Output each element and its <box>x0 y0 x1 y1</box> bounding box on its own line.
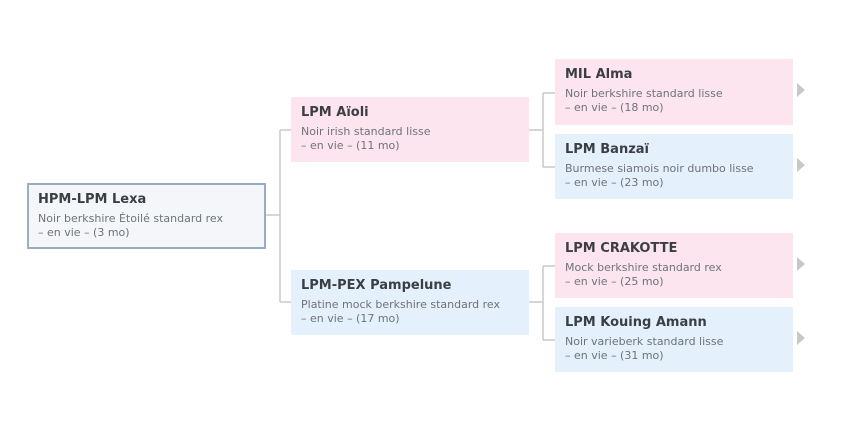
card-name: LPM CRAKOTTE <box>565 241 678 256</box>
card-status: – en vie – (25 mo) <box>565 275 664 288</box>
card-description: Burmese siamois noir dumbo lisse <box>565 162 754 175</box>
card-description: Noir varieberk standard lisse <box>565 335 724 348</box>
expand-arrow-icon[interactable] <box>797 257 805 271</box>
card-status: – en vie – (17 mo) <box>301 312 400 325</box>
card-name: LPM Aïoli <box>301 105 369 120</box>
pedigree-card-subject[interactable]: HPM-LPM Lexa Noir berkshire Étoilé stand… <box>27 183 266 249</box>
card-description: Noir irish standard lisse <box>301 125 431 138</box>
pedigree-card-sire-sire[interactable]: MIL Alma Noir berkshire standard lisse –… <box>555 59 793 125</box>
card-status: – en vie – (31 mo) <box>565 349 664 362</box>
card-name: LPM-PEX Pampelune <box>301 278 452 293</box>
pedigree-card-sire[interactable]: LPM Aïoli Noir irish standard lisse – en… <box>291 97 529 162</box>
card-description: Platine mock berkshire standard rex <box>301 298 500 311</box>
card-description: Noir berkshire Étoilé standard rex <box>38 212 224 225</box>
expand-arrow-icon[interactable] <box>797 158 805 172</box>
card-description: Mock berkshire standard rex <box>565 261 722 274</box>
card-status: – en vie – (18 mo) <box>565 101 664 114</box>
card-status: – en vie – (23 mo) <box>565 176 664 189</box>
connector-sire-grandparents <box>529 92 555 168</box>
expand-arrow-icon[interactable] <box>797 83 805 97</box>
card-name: LPM Banzaï <box>565 142 650 157</box>
card-name: MIL Alma <box>565 67 633 82</box>
expand-arrow-icon[interactable] <box>797 331 805 345</box>
card-name: LPM Kouing Amann <box>565 315 707 330</box>
connector-dam-grandparents <box>529 265 555 341</box>
card-status: – en vie – (3 mo) <box>38 226 130 239</box>
pedigree-card-dam-sire[interactable]: LPM CRAKOTTE Mock berkshire standard rex… <box>555 233 793 298</box>
card-status: – en vie – (11 mo) <box>301 139 400 152</box>
pedigree-card-sire-dam[interactable]: LPM Banzaï Burmese siamois noir dumbo li… <box>555 134 793 199</box>
pedigree-card-dam-dam[interactable]: LPM Kouing Amann Noir varieberk standard… <box>555 307 793 372</box>
pedigree-card-dam[interactable]: LPM-PEX Pampelune Platine mock berkshire… <box>291 270 529 335</box>
card-name: HPM-LPM Lexa <box>38 192 147 207</box>
connector-root-parents <box>265 129 291 303</box>
card-description: Noir berkshire standard lisse <box>565 87 723 100</box>
